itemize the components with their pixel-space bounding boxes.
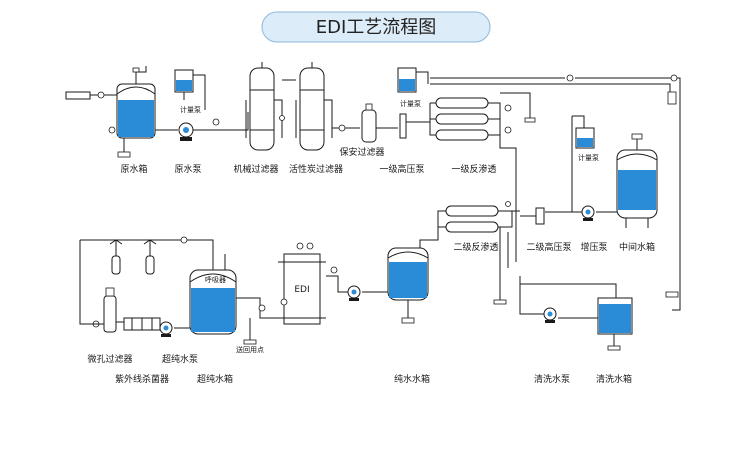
ro1-membranes	[429, 97, 512, 141]
edi-label: EDI	[294, 285, 309, 295]
raw-water-tank	[108, 66, 156, 158]
dosing-pump-2-label: 计量泵	[400, 99, 421, 108]
dosing-tank-3	[571, 115, 595, 212]
booster-pump-icon	[581, 205, 595, 221]
inlet-pipe-icon	[65, 91, 91, 100]
vent-label: 呼吸器	[205, 275, 226, 284]
edi-module	[278, 242, 326, 325]
pure-water-tank	[387, 247, 429, 324]
hp-pump-2-icon	[520, 207, 545, 225]
dosing-pump-3-label: 计量泵	[578, 153, 599, 162]
cleaning-pump-label: 清洗水泵	[534, 373, 570, 385]
uv-sterilizer	[123, 317, 161, 331]
cleaning-pump-icon	[543, 307, 557, 323]
title-box	[261, 11, 491, 43]
return-mark-label: 送回用点	[236, 345, 264, 354]
raw-pump-label: 原水泵	[174, 163, 201, 175]
middle-water-tank	[616, 133, 658, 228]
dosing-pump-1-label: 计量泵	[180, 105, 201, 114]
security-filter	[361, 103, 398, 143]
dosing-tank-2	[397, 67, 429, 93]
booster-pump-label: 增压泵	[580, 241, 607, 253]
raw-tank-label: 原水箱	[120, 163, 147, 175]
ultrapure-pump-icon	[159, 321, 173, 337]
micro-filter-label: 微孔过滤器	[87, 353, 132, 365]
carbon-filter	[295, 62, 333, 151]
cleaning-tank	[597, 297, 633, 351]
hp-pump-1-label: 一级高压泵	[379, 163, 424, 175]
cleaning-tank-label: 清洗水箱	[596, 373, 632, 385]
edi-feed-pump-icon	[347, 285, 361, 301]
ro2-membranes	[437, 201, 520, 233]
hp-pump-2-label: 二级高压泵	[526, 241, 571, 253]
ultrapure-tank	[80, 239, 237, 335]
ro1-label: 一级反渗透	[451, 163, 496, 175]
carbon-filter-label: 活性炭过滤器	[289, 163, 343, 175]
pure-tank-label: 纯水水箱	[394, 373, 430, 385]
dosing-tank-1	[174, 69, 206, 110]
middle-tank-label: 中间水箱	[619, 241, 655, 253]
mechanical-filter-label: 机械过滤器	[233, 163, 278, 175]
page-title: EDI工艺流程图	[316, 17, 437, 38]
ultrapure-pump-label: 超纯水泵	[162, 353, 198, 365]
hp-pump-1-icon	[399, 113, 430, 139]
ultrapure-tank-label: 超纯水箱	[197, 373, 233, 385]
mechanical-filter	[245, 62, 285, 151]
micro-filter	[92, 287, 124, 333]
ro2-label: 二级反渗透	[453, 241, 498, 253]
uv-label: 紫外线杀菌器	[115, 373, 169, 385]
raw-pump-icon	[178, 122, 194, 141]
security-filter-label: 保安过滤器	[339, 146, 384, 158]
